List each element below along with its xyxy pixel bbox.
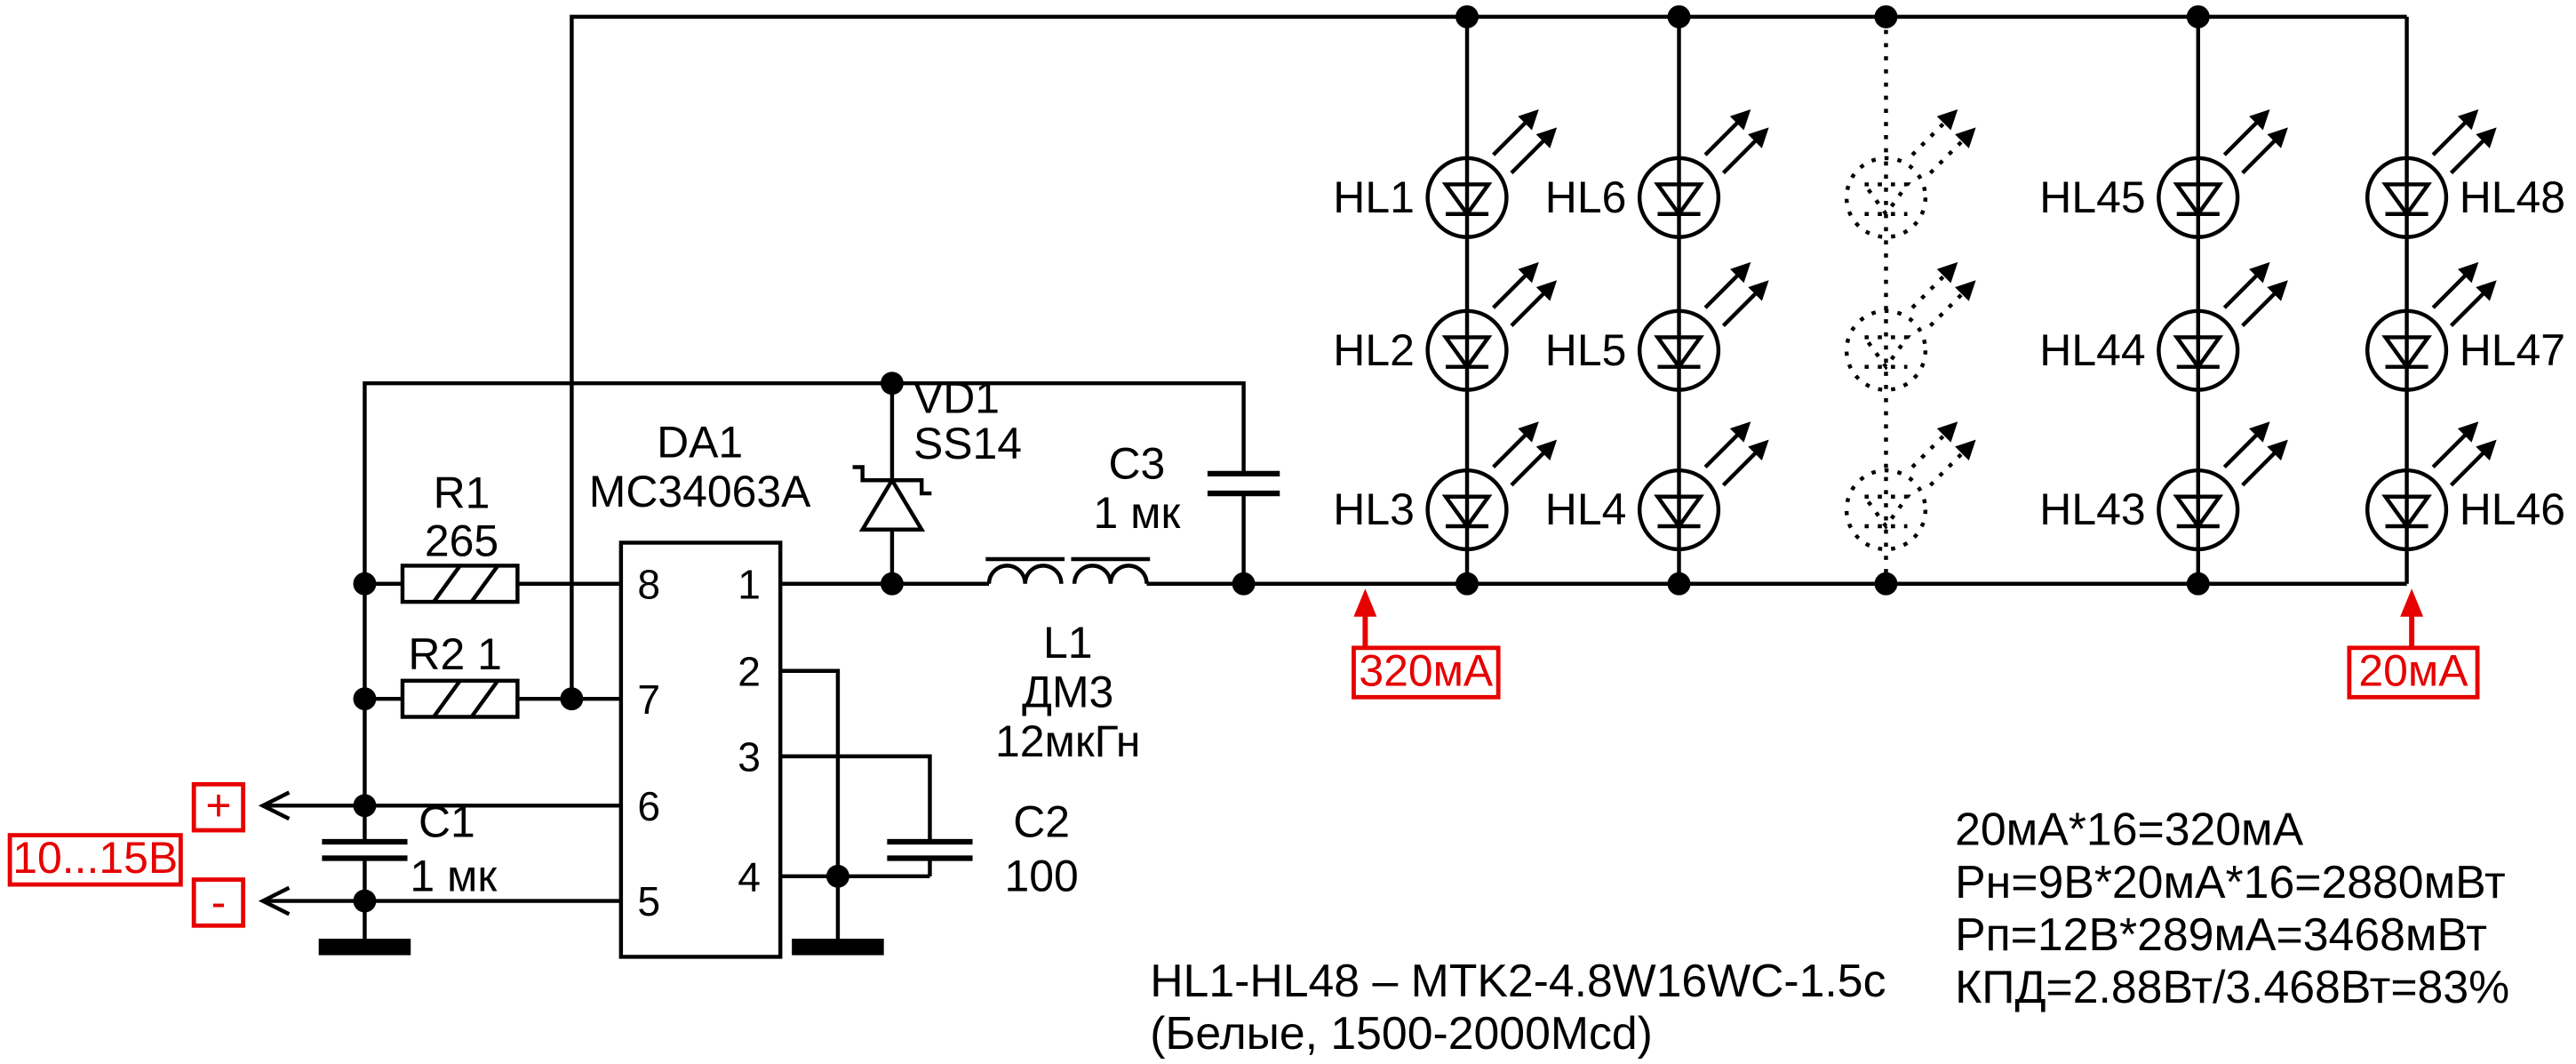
notes: HL1-HL48 – MTK2-4.8W16WC-1.5c (Белые, 15…: [1150, 804, 2509, 1059]
l1-ref: L1: [1043, 618, 1093, 668]
current-320ma-label: 320мА: [1359, 645, 1494, 695]
c1-plates: [322, 838, 408, 861]
led-part-note-line2: (Белые, 1500-2000Mcd): [1150, 1007, 1653, 1059]
led-label-hl4: HL4: [1545, 484, 1627, 534]
da1-ref: DA1: [657, 417, 743, 467]
plus-arrowhead-icon: [258, 790, 291, 821]
current-320ma-box: [1352, 645, 1501, 700]
led-part-note-line1: HL1-HL48 – MTK2-4.8W16WC-1.5c: [1150, 955, 1886, 1006]
minus-terminal-label: -: [211, 877, 227, 927]
current-arrowhead-icon: [2400, 588, 2424, 617]
calc-note-line3: Рп=12В*289мА=3468мВт: [1955, 908, 2487, 960]
da1-pin-3: 3: [738, 734, 761, 780]
inductor-l1: L1 ДМ3 12мкГн: [985, 556, 1151, 766]
led-string-1: [1428, 17, 1554, 584]
junction-dots: [353, 4, 2210, 913]
capacitor-c3: C3 1 мк: [1094, 438, 1280, 538]
diode-vd1: VD1 SS14: [852, 372, 1022, 532]
vd1-triangle: [858, 476, 926, 532]
c1-value: 1 мк: [410, 851, 498, 900]
current-arrowhead-icon: [1353, 588, 1377, 617]
calc-note-line4: КПД=2.88Вт/3.468Вт=83%: [1955, 961, 2509, 1012]
led-label-hl2: HL2: [1333, 325, 1415, 375]
r2-label: R2 1: [408, 629, 501, 679]
wire-pin3-c2: [780, 754, 932, 876]
l1-value: 12мкГн: [995, 716, 1140, 766]
led-string-4: [2158, 17, 2285, 584]
led-label-hl1: HL1: [1333, 172, 1415, 222]
led-label-hl3: HL3: [1333, 484, 1415, 534]
c1-ref: C1: [419, 796, 475, 846]
vd1-part: SS14: [913, 419, 1022, 468]
wires: [258, 14, 2407, 940]
current-annotation-20ma: 20мА: [2347, 588, 2480, 700]
led-label-hl6: HL6: [1545, 172, 1627, 222]
led-label-hl47: HL47: [2460, 325, 2565, 375]
led-label-hl48: HL48: [2460, 172, 2565, 222]
c3-ref: C3: [1109, 438, 1166, 488]
da1-pin-4: 4: [738, 853, 761, 900]
calc-note-line1: 20мА*16=320мА: [1955, 804, 2303, 855]
voltage-box: [7, 833, 183, 887]
da1-pin-7: 7: [637, 676, 660, 723]
plus-terminal-label: +: [205, 780, 231, 830]
da1-pin-1: 1: [738, 561, 761, 607]
r1-body: [400, 564, 520, 604]
vd1-ref: VD1: [913, 372, 1000, 422]
l1-part: ДМ3: [1022, 667, 1113, 716]
led-string-omitted: [1846, 17, 1973, 584]
r1-ref: R1: [434, 468, 490, 518]
ground-symbol: [318, 939, 411, 956]
capacitor-c2: C2 100: [887, 796, 1079, 900]
current-20ma-box: [2347, 645, 2480, 700]
ground-symbol: [792, 939, 884, 956]
da1-part: MC34063A: [589, 467, 811, 516]
minus-arrowhead-icon: [258, 885, 291, 916]
led-label-hl43: HL43: [2039, 484, 2145, 534]
da1-pin-2: 2: [738, 648, 761, 694]
resistor-r2: R2 1: [400, 629, 520, 719]
voltage-label: 10...15В: [12, 833, 178, 883]
da1-pin-6: 6: [637, 783, 660, 829]
l1-windings: [986, 564, 1149, 584]
plus-terminal-box: [191, 781, 246, 833]
capacitor-c1: C1 1 мк: [322, 796, 498, 900]
led-label-hl5: HL5: [1545, 325, 1627, 375]
r2-body: [400, 678, 520, 719]
r2-power-marks: [432, 679, 499, 718]
wire-pin2-ground: [780, 668, 841, 940]
led-label-hl46: HL46: [2460, 484, 2565, 534]
led-labels: HL1 HL2 HL3 HL6 HL5 HL4 HL45 HL44 HL43 H…: [1333, 172, 2565, 534]
c2-plates: [887, 838, 973, 861]
c2-value: 100: [1005, 851, 1079, 900]
power-input: + - 10...15В: [7, 780, 246, 928]
da1-pin-5: 5: [637, 878, 660, 924]
current-20ma-label: 20мА: [2358, 645, 2468, 695]
controller-da1: DA1 MC34063A 8 7 6 5 1 2 3 4: [589, 417, 811, 959]
c3-value: 1 мк: [1094, 488, 1182, 538]
calc-note-line2: Рн=9В*20мА*16=2880мВт: [1955, 856, 2506, 908]
r1-power-marks: [432, 564, 499, 604]
da1-body: [618, 540, 783, 959]
wire-top-bus: [570, 14, 2407, 700]
c3-plates: [1207, 470, 1280, 497]
minus-terminal-box: [191, 877, 246, 928]
resistor-r1: R1 265: [400, 468, 520, 604]
current-annotation-320ma: 320мА: [1352, 588, 1501, 700]
da1-pin-8: 8: [637, 561, 660, 607]
led-label-hl44: HL44: [2039, 325, 2145, 375]
led-label-hl45: HL45: [2039, 172, 2145, 222]
r1-value: 265: [425, 516, 498, 565]
led-string-2: [1639, 17, 1766, 584]
c2-ref: C2: [1013, 796, 1070, 846]
